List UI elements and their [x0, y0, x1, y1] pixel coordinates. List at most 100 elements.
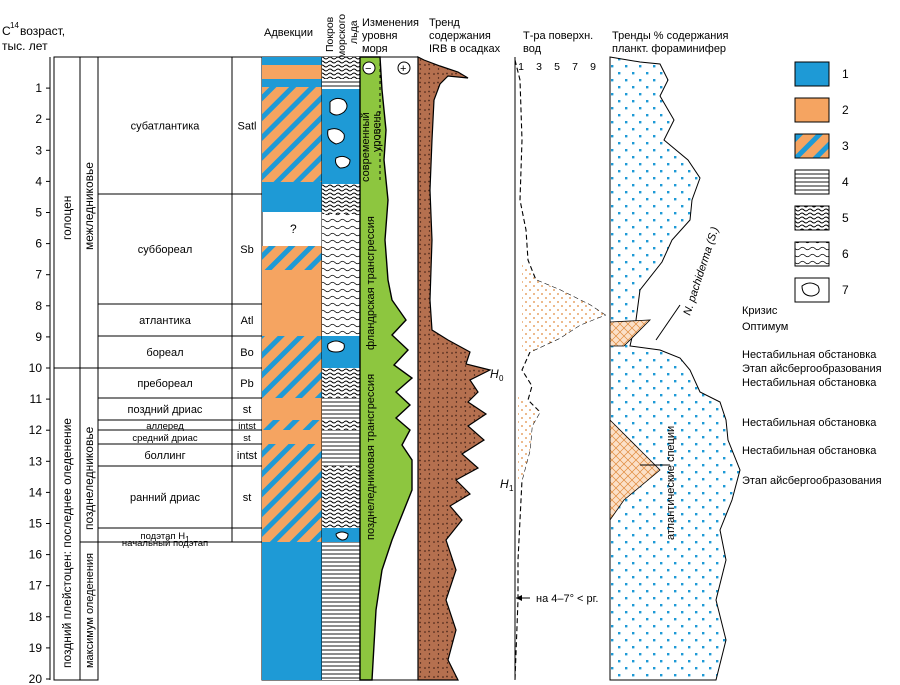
- period-name: боллинг: [144, 450, 185, 462]
- sea-ice-header-1: Покров: [324, 16, 336, 52]
- period-name: ранний дриас: [130, 492, 201, 504]
- event-label: Кризис: [742, 305, 778, 317]
- sea-ice-header-3: льда: [348, 20, 360, 44]
- age-tick-label: 5: [35, 206, 42, 220]
- temp-tick-label: 3: [536, 61, 542, 73]
- advection-unknown-mark: ?: [290, 222, 297, 236]
- temp-warm-fill: [518, 395, 540, 480]
- advections-header: Адвекции: [264, 27, 313, 39]
- irb-header-2: содержания: [429, 30, 491, 42]
- sea-level-header-1: Изменения: [362, 17, 419, 29]
- period-code: intst: [237, 450, 257, 462]
- irb-header-3: IRB в осадках: [429, 43, 501, 55]
- foram-atlantic-label: атлантические специи: [665, 426, 677, 540]
- age-tick-label: 15: [29, 517, 43, 531]
- ice-floe: [329, 97, 348, 116]
- period-code: st: [243, 404, 252, 416]
- event-label: Нестабильная обстановка: [742, 445, 877, 457]
- legend-label: 1: [842, 67, 849, 81]
- temp-tick-label: 7: [572, 61, 578, 73]
- period-code: st: [243, 433, 251, 444]
- event-label: Оптимум: [742, 321, 788, 333]
- legend-swatch-orange: [794, 97, 830, 123]
- irb-h1-sub: 1: [509, 484, 514, 493]
- header: C 14 возраст, тыс. лет Адвекции Покров м…: [2, 14, 728, 58]
- ice-floe: [335, 531, 349, 541]
- legend-swatch-waves: [794, 241, 830, 267]
- ice-floe: [335, 155, 351, 169]
- age-axis-title-line2: тыс. лет: [2, 39, 48, 53]
- temp-tick-label: 5: [554, 61, 560, 73]
- temp-tick-label: 9: [590, 61, 596, 73]
- period-code: Atl: [241, 315, 254, 327]
- legend-label: 5: [842, 211, 849, 225]
- foram-crisis-area: [609, 419, 661, 522]
- sea-level-column: − + современный уровень фландрская транс…: [359, 56, 419, 681]
- period-name: поздний дриас: [128, 404, 203, 416]
- foram-header-2: планкт. фораминифер: [612, 43, 726, 55]
- advections-column: ?: [261, 56, 323, 681]
- age-axis-title-c: C: [2, 24, 11, 38]
- age-tick-label: 4: [35, 174, 42, 188]
- age-tick-label: 12: [29, 423, 43, 437]
- period-code: Satl: [238, 121, 257, 133]
- period-name: бореал: [146, 347, 183, 359]
- ice-floe: [327, 128, 345, 145]
- period-name: начальный подэтап: [122, 538, 208, 549]
- period-name: пребореал: [137, 378, 192, 390]
- period-code: Sb: [240, 244, 253, 256]
- irb-header-1: Тренд: [429, 17, 460, 29]
- age-tick-label: 14: [29, 485, 43, 499]
- temp-note: на 4–7° < рг.: [536, 593, 598, 605]
- legend-swatch-hatched: [794, 133, 830, 159]
- age-tick-label: 7: [35, 268, 42, 282]
- legend-swatch-lines: [794, 169, 830, 195]
- age-tick-label: 2: [35, 112, 42, 126]
- event-label: Этап айсбергообразования: [742, 475, 882, 487]
- period-name: суббореал: [138, 244, 193, 256]
- legend-label: 7: [842, 283, 849, 297]
- foram-pachyderma-label: N. pachiderma (S.): [681, 225, 721, 317]
- age-axis-title-sup: 14: [10, 21, 19, 30]
- period-name: подэтап H1: [140, 531, 190, 544]
- sea-level-minus: −: [365, 63, 371, 75]
- period-name: средний дриас: [132, 433, 198, 444]
- irb-h1-label: H: [500, 477, 509, 491]
- subdivision-interglacial: межледниковье: [82, 162, 96, 250]
- sea-level-modern-2: уровень: [371, 110, 383, 152]
- age-tick-label: 18: [29, 610, 43, 624]
- event-label: Нестабильная обстановка: [742, 377, 877, 389]
- age-tick-label: 20: [29, 672, 43, 685]
- subdivision-glacial-max: максимум оледенения: [84, 553, 96, 668]
- age-tick-label: 9: [35, 330, 42, 344]
- legend-label: 3: [842, 139, 849, 153]
- sea-ice-column: [321, 56, 361, 681]
- temp-warm-fill: [522, 262, 605, 352]
- stratigraphy: голоцен поздний плейстоцен: последнее ол…: [53, 56, 263, 681]
- sea-ice-header-2: морского: [336, 14, 348, 58]
- event-label: Этап айсбергообразования: [742, 363, 882, 375]
- period-name: субатлантика: [131, 121, 201, 133]
- legend-label: 6: [842, 247, 849, 261]
- sea-level-flandrian: фландрская трансгрессия: [365, 216, 377, 350]
- period-name: аллеред: [146, 421, 184, 432]
- ice-floe: [327, 340, 345, 353]
- event-label: Нестабильная обстановка: [742, 349, 877, 361]
- age-tick-label: 13: [29, 454, 43, 468]
- irb-h0-sub: 0: [499, 374, 504, 383]
- sea-level-modern-1: современный: [360, 112, 372, 182]
- irb-h0-label: H: [490, 367, 499, 381]
- period-code: Pb: [240, 378, 253, 390]
- foram-header-1: Тренды % содержания: [612, 30, 728, 42]
- temp-curve: [514, 59, 607, 681]
- period-code: intst: [238, 421, 256, 432]
- foram-atlantic-area: [609, 56, 741, 681]
- sea-level-header-2: уровня: [362, 30, 398, 42]
- period-code: Bo: [240, 347, 253, 359]
- legend-swatch-blue: [794, 61, 830, 87]
- legend-swatch-dense-waves: [794, 205, 830, 231]
- period-name: атлантика: [139, 315, 192, 327]
